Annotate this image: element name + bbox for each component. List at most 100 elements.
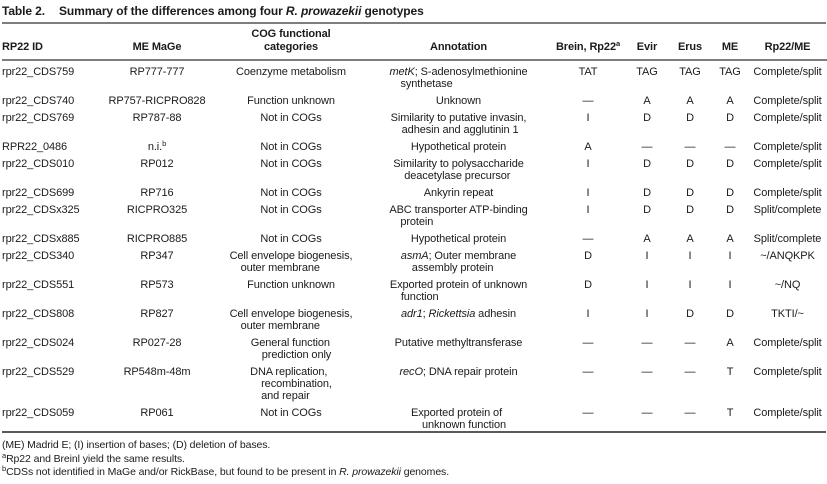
cell-rp22me: TKTI/~ bbox=[771, 308, 804, 320]
column-header-id: RP22 ID bbox=[2, 24, 99, 61]
cell-cog: Coenzyme metabolism bbox=[215, 60, 367, 90]
cell-text: Not in COGs bbox=[260, 158, 322, 170]
cell-mage: RICPRO885 bbox=[126, 233, 188, 245]
cell-text: General function prediction only bbox=[250, 337, 332, 361]
cell-annotation: Exported protein of unknown function bbox=[367, 402, 550, 431]
cell-text: Not in COGs bbox=[260, 233, 322, 245]
cell-mage: RP827 bbox=[140, 308, 174, 320]
footnote: bCDSs not identified in MaGe and/or Rick… bbox=[2, 464, 450, 478]
cell-text: Coenzyme metabolism bbox=[236, 66, 346, 78]
cell-evir: A bbox=[643, 233, 651, 245]
cell-annotation: ABC transporter ATP-binding protein bbox=[367, 199, 550, 228]
cell-cog: Cell envelope biogenesis, outer membrane bbox=[215, 245, 367, 274]
column-header-erus: Erus bbox=[668, 24, 712, 61]
cell-evir: D bbox=[643, 204, 651, 216]
cell-rp22me: Complete/split bbox=[753, 95, 822, 107]
column-header-brein: Brein, Rp22a bbox=[550, 24, 626, 61]
cell-rp22me: Complete/split bbox=[753, 112, 822, 124]
cell-cog: Function unknown bbox=[215, 90, 367, 107]
cell-brein: TAT bbox=[578, 66, 598, 78]
cell-erus: D bbox=[686, 158, 694, 170]
cell-brein: D bbox=[584, 250, 592, 262]
cell-text: asmA; Outer membrane assembly protein bbox=[400, 250, 517, 274]
cell-evir: D bbox=[643, 158, 651, 170]
cell-id: RPR22_0486 bbox=[2, 141, 68, 153]
cell-text: Exported protein of unknown function bbox=[410, 407, 506, 431]
top-rule bbox=[2, 22, 826, 24]
cell-cog: Not in COGs bbox=[215, 228, 367, 245]
cell-rp22me: Complete/split bbox=[753, 158, 822, 170]
cell-me: D bbox=[726, 187, 734, 199]
cell-rp22me: Complete/split bbox=[753, 337, 822, 349]
cell-text: Hypothetical protein bbox=[410, 141, 507, 153]
cell-annotation: metK; S-adenosylmethionine synthetase bbox=[367, 60, 550, 90]
cell-rp22me: Complete/split bbox=[753, 141, 822, 153]
cell-brein: I bbox=[586, 112, 590, 124]
cell-text: Similarity to putative invasin, adhesin … bbox=[390, 112, 527, 136]
cell-text: recO; DNA repair protein bbox=[399, 366, 518, 378]
cell-annotation: Similarity to polysaccharide deacetylase… bbox=[367, 153, 550, 182]
cell-me: A bbox=[726, 337, 734, 349]
cell-brein: — bbox=[582, 366, 594, 378]
cell-me: D bbox=[726, 158, 734, 170]
cell-brein: I bbox=[586, 158, 590, 170]
cell-text: Not in COGs bbox=[260, 187, 322, 199]
cell-erus: — bbox=[684, 141, 696, 153]
cell-brein: I bbox=[586, 308, 590, 320]
cell-id: rpr22_CDS740 bbox=[2, 95, 75, 107]
cell-mage: RP347 bbox=[140, 250, 174, 262]
cell-annotation: Similarity to putative invasin, adhesin … bbox=[367, 107, 550, 136]
table-title: Table 2. Summary of the differences among… bbox=[2, 2, 826, 22]
cell-id: rpr22_CDSx325 bbox=[2, 204, 80, 216]
cell-evir: D bbox=[643, 112, 651, 124]
cell-mage: RICPRO325 bbox=[126, 204, 188, 216]
cell-brein: — bbox=[582, 407, 594, 419]
cell-annotation: Putative methyltransferase bbox=[367, 332, 550, 361]
cell-me: T bbox=[726, 407, 734, 419]
cell-me: D bbox=[726, 112, 734, 124]
cell-annotation: Exported protein of unknown function bbox=[367, 274, 550, 303]
cell-id: rpr22_CDS059 bbox=[2, 407, 75, 419]
cell-brein: A bbox=[584, 141, 592, 153]
cell-text: DNA replication, recombination, and repa… bbox=[250, 366, 332, 402]
cell-text: Not in COGs bbox=[260, 141, 322, 153]
cell-erus: — bbox=[684, 407, 696, 419]
cell-cog: Function unknown bbox=[215, 274, 367, 303]
cell-evir: A bbox=[643, 95, 651, 107]
cell-id: rpr22_CDS808 bbox=[2, 308, 75, 320]
cell-brein: I bbox=[586, 204, 590, 216]
cell-rp22me: Complete/split bbox=[753, 187, 822, 199]
column-header-cog: COG functional categories bbox=[215, 24, 367, 61]
cell-me: — bbox=[724, 141, 736, 153]
table-title-text: Summary of the differences among four R.… bbox=[59, 4, 424, 18]
cell-erus: — bbox=[684, 337, 696, 349]
column-header-me: ME bbox=[712, 24, 748, 61]
cell-text: Putative methyltransferase bbox=[394, 337, 523, 349]
cell-rp22me: ~/NQ bbox=[774, 279, 801, 291]
cell-annotation: Hypothetical protein bbox=[367, 136, 550, 153]
table-number-label: Table 2. bbox=[2, 4, 45, 18]
cell-id: rpr22_CDS699 bbox=[2, 187, 75, 199]
cell-mage: RP012 bbox=[140, 158, 174, 170]
cell-brein: — bbox=[582, 95, 594, 107]
cell-text: Cell envelope biogenesis, outer membrane bbox=[229, 308, 353, 332]
cell-cog: Cell envelope biogenesis, outer membrane bbox=[215, 303, 367, 332]
cell-mage: RP787-88 bbox=[132, 112, 182, 124]
cell-text: Cell envelope biogenesis, outer membrane bbox=[229, 250, 353, 274]
cell-cog: Not in COGs bbox=[215, 153, 367, 182]
cell-me: TAG bbox=[719, 66, 741, 78]
cell-rp22me: Complete/split bbox=[753, 407, 822, 419]
cell-brein: — bbox=[582, 233, 594, 245]
cell-cog: General function prediction only bbox=[215, 332, 367, 361]
cell-text: Not in COGs bbox=[260, 407, 322, 419]
